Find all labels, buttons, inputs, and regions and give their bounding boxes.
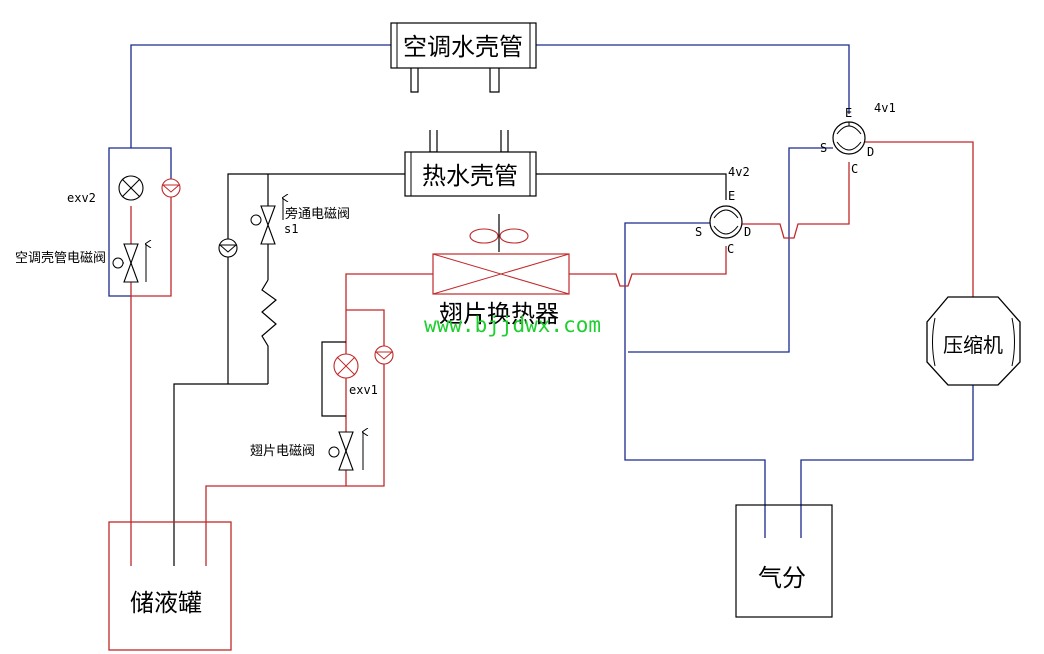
blue-piping <box>108 44 974 538</box>
4v2-port-s: S <box>695 225 702 239</box>
ac-solenoid-valve-icon: 空调壳管电磁阀 <box>15 244 146 283</box>
four-way-valve-2: 4v2 E S D C <box>695 165 751 256</box>
fin-solenoid-label: 翅片电磁阀 <box>250 443 315 459</box>
exv1-check-valve-icon <box>374 345 394 365</box>
fin-exchanger-label: 翅片换热器 <box>439 300 559 328</box>
exv1-label: exv1 <box>349 383 378 397</box>
gas-separator-label: 气分 <box>758 564 806 592</box>
red-piping <box>130 141 974 566</box>
liquid-tank-label: 储液罐 <box>130 589 202 617</box>
hot-water-shell-tube: 热水壳管 <box>404 151 537 197</box>
4v1-port-e: E <box>845 106 852 120</box>
exv1-valve-icon: exv1 <box>333 353 378 397</box>
check-valve-icon <box>161 178 181 198</box>
4v2-port-c: C <box>727 242 734 256</box>
4v2-port-d: D <box>744 225 751 239</box>
fin-solenoid-valve-icon: 翅片电磁阀 <box>250 432 363 471</box>
exv2-label: exv2 <box>67 191 96 205</box>
ac-shell-tube-label: 空调水壳管 <box>403 33 523 61</box>
4v2-label: 4v2 <box>728 165 750 179</box>
fin-heat-exchanger: 翅片换热器 <box>432 253 570 328</box>
bypass-solenoid-valve-icon: 旁通电磁阀 s1 <box>250 198 350 245</box>
4v1-port-c: C <box>851 162 858 176</box>
ac-solenoid-label: 空调壳管电磁阀 <box>15 251 106 266</box>
compressor: 压缩机 <box>926 296 1021 386</box>
hot-water-shell-tube-label: 热水壳管 <box>422 162 518 190</box>
fan-icon <box>469 228 529 244</box>
gas-separator: 气分 <box>735 504 833 618</box>
exv1-bypass <box>321 341 346 417</box>
4v2-port-e: E <box>728 189 735 203</box>
black-piping <box>173 68 727 566</box>
liquid-tank: 储液罐 <box>108 521 232 651</box>
4v1-label: 4v1 <box>874 101 896 115</box>
bypass-id-label: s1 <box>284 222 298 236</box>
exv2-valve-icon: exv2 <box>67 175 144 205</box>
bypass-solenoid-label: 旁通电磁阀 <box>285 206 350 222</box>
4v1-port-d: D <box>867 145 874 159</box>
compressor-label: 压缩机 <box>943 333 1003 357</box>
hot-water-check-valve-icon <box>218 238 238 258</box>
4v1-port-s: S <box>820 141 827 155</box>
watermark: www.bjjdwx.com <box>424 313 601 337</box>
ac-shell-tube: 空调水壳管 <box>390 22 537 69</box>
four-way-valve-1: 4v1 E S D C <box>820 101 896 176</box>
